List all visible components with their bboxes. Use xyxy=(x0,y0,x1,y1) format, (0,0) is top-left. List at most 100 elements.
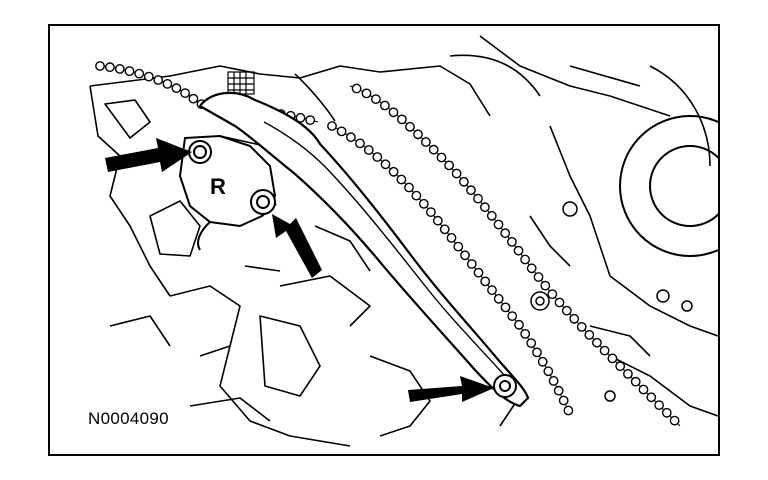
chain-link xyxy=(453,241,464,252)
chain-link xyxy=(520,254,530,265)
chain-link xyxy=(460,250,470,261)
chain-link xyxy=(548,375,559,386)
chain-link xyxy=(532,347,542,358)
chain-link xyxy=(124,66,135,76)
chain-link xyxy=(607,353,618,364)
chain-link xyxy=(473,193,483,204)
chain-link xyxy=(425,207,436,218)
chain-link xyxy=(188,93,199,104)
chain-link xyxy=(418,198,429,209)
chain-link xyxy=(493,293,504,304)
chain-link xyxy=(336,126,347,137)
arrow-to-lower-bolt xyxy=(408,376,494,402)
chain-link xyxy=(305,115,316,126)
chain-link xyxy=(388,107,399,118)
chain-link xyxy=(180,88,191,98)
chain-link xyxy=(487,285,497,295)
chain-link xyxy=(361,88,372,99)
chain-link xyxy=(473,267,484,278)
chain-link xyxy=(554,297,565,308)
chain-link xyxy=(553,385,564,396)
chain-link xyxy=(638,384,649,395)
bolt-middle xyxy=(250,189,276,215)
bolt-lower xyxy=(493,374,517,398)
chain-link xyxy=(506,236,517,247)
chain-link xyxy=(420,137,431,147)
chain-link xyxy=(513,245,524,256)
chain-link xyxy=(537,356,548,367)
chain-link xyxy=(388,166,399,177)
chain-link xyxy=(458,176,469,187)
chain-link xyxy=(576,321,587,332)
chain-link xyxy=(661,407,672,418)
chain-link xyxy=(630,376,641,387)
chain-link xyxy=(171,83,182,94)
chain-link xyxy=(584,329,595,340)
chain-link xyxy=(351,83,362,94)
timing-chain-lower xyxy=(327,83,681,427)
chain-link xyxy=(543,366,554,377)
chain-link xyxy=(411,190,422,201)
chain-link xyxy=(500,302,511,313)
chain-link xyxy=(380,159,391,170)
chain-link xyxy=(370,94,381,105)
chain-link xyxy=(345,132,356,143)
illustration-frame: R N0004090 xyxy=(48,24,720,456)
chain-link xyxy=(451,168,462,179)
arrow-to-middle-bolt xyxy=(272,214,322,278)
chain-link xyxy=(480,276,491,287)
chain-link xyxy=(162,79,173,89)
chain-guide xyxy=(198,91,530,408)
chain-link xyxy=(479,202,490,213)
chain-link xyxy=(520,328,531,339)
chain-link xyxy=(547,289,558,299)
chain-link xyxy=(623,368,633,379)
chain-link xyxy=(114,64,125,74)
chain-link xyxy=(558,395,569,406)
chain-link xyxy=(615,361,626,372)
sprocket xyxy=(619,115,718,257)
chain-link xyxy=(413,129,423,140)
chain-link xyxy=(143,71,154,82)
chain-link xyxy=(396,114,407,125)
chain-link xyxy=(432,215,443,226)
chain-link xyxy=(134,68,145,79)
engine-block-outline xyxy=(89,35,718,447)
chain-link xyxy=(396,174,407,185)
chain-link xyxy=(514,319,524,330)
block-bolt-holes xyxy=(530,201,693,402)
chain-link xyxy=(372,152,383,162)
chain-link xyxy=(526,263,537,274)
chain-link xyxy=(105,62,115,73)
arrow-to-upper-bolt xyxy=(105,138,192,172)
hatched-boss xyxy=(227,71,255,95)
chain-link xyxy=(526,338,537,348)
chain-link xyxy=(466,185,476,196)
chain-link xyxy=(327,121,337,131)
chain-link xyxy=(446,232,457,243)
chain-link xyxy=(507,311,518,321)
chain-link xyxy=(95,61,105,71)
chain-link xyxy=(355,138,365,149)
chain-link xyxy=(569,313,580,324)
chain-link xyxy=(404,182,414,193)
chain-link xyxy=(533,272,544,282)
figure-id-label: N0004090 xyxy=(88,409,169,428)
chain-link xyxy=(486,210,497,221)
chain-link xyxy=(444,160,454,171)
timing-chain-diagram: R xyxy=(89,35,718,447)
chain-link xyxy=(540,280,551,291)
chain-link xyxy=(561,305,572,316)
chain-link xyxy=(493,219,504,230)
chain-link xyxy=(379,100,390,111)
chain-link xyxy=(500,228,511,239)
chain-link xyxy=(599,345,610,356)
chain-link xyxy=(654,400,664,410)
chain-link xyxy=(153,75,164,85)
chain-link xyxy=(646,392,657,403)
chain-link xyxy=(405,121,415,132)
chain-link xyxy=(436,152,447,163)
bolt-upper-left xyxy=(188,140,212,164)
chain-link xyxy=(295,112,306,123)
chain-link xyxy=(466,259,477,269)
